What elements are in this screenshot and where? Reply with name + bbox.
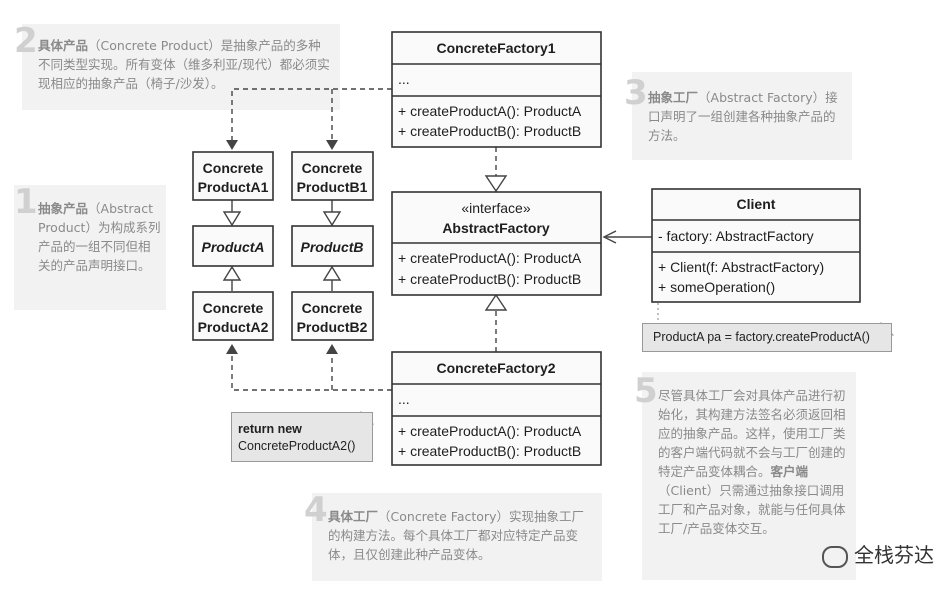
note-text: （Concrete Factory）实现抽象工厂的构建方法。每个具体工厂都对应特…	[328, 509, 584, 562]
note-number: 4	[304, 490, 328, 530]
wechat-icon	[822, 545, 848, 568]
impl-head-b1	[322, 211, 342, 227]
class-name: ConcreteFactory1	[436, 40, 555, 56]
note-text: （Concrete Product）是抽象产品的多种不同类型实现。所有变体（维多…	[38, 38, 330, 91]
class-method: + createProductB(): ProductB	[398, 123, 581, 139]
class-name: ConcreteFactory2	[436, 360, 555, 376]
note-term: 具体工厂	[328, 509, 379, 524]
class-name: ProductA	[202, 239, 265, 255]
note-term: 客户端	[770, 464, 809, 479]
note-text: （Abstract Product）为构成系列产品的一组不同但相关的产品声明接口…	[38, 201, 161, 273]
note-number: 1	[14, 182, 38, 222]
return-code-note: return new ConcreteProductA2()	[231, 412, 373, 462]
arrowhead-a2	[226, 344, 238, 354]
note-term: 具体产品	[38, 38, 89, 53]
realize-head-cf1	[484, 175, 508, 193]
note-number: 3	[624, 73, 648, 113]
class-name-line2: ProductB1	[297, 179, 368, 195]
class-concrete-factory-1: ConcreteFactory1 ... + createProductA():…	[391, 31, 602, 148]
class-field: ...	[398, 391, 410, 407]
note-term: 抽象工厂	[648, 90, 699, 105]
code-text: ProductA pa = factory.createProductA()	[653, 330, 870, 344]
dep-cf2-productA2	[231, 348, 392, 391]
realize-head-cf2	[484, 293, 508, 311]
note-abstract-factory: 3 抽象工厂（Abstract Factory）接口声明了一组创建各种抽象产品的…	[624, 72, 852, 160]
class-name: Client	[737, 196, 776, 212]
class-name-line1: Concrete	[302, 300, 363, 316]
interface-abstract-factory: «interface» AbstractFactory + createProd…	[391, 191, 602, 296]
class-concrete-factory-2: ConcreteFactory2 ... + createProductA():…	[391, 351, 602, 466]
interface-product-b: ProductB	[291, 225, 374, 267]
class-field: - factory: AbstractFactory	[658, 228, 814, 244]
class-name-line1: Concrete	[203, 160, 264, 176]
dep-cf1-products	[231, 88, 392, 142]
arrowhead-b2	[326, 344, 338, 354]
note-text-2: （Client）只需通过抽象接口调用工厂和产品对象，就能与任何具体工厂/产品变体…	[658, 483, 846, 536]
class-name-line2: ProductA1	[198, 179, 269, 195]
class-name-line1: Concrete	[203, 300, 264, 316]
class-method: + Client(f: AbstractFactory)	[658, 259, 824, 275]
class-client: Client - factory: AbstractFactory + Clie…	[651, 188, 861, 303]
class-concrete-product-a2: Concrete ProductA2	[192, 291, 274, 341]
note-term: 抽象产品	[38, 201, 89, 216]
note-number: 5	[634, 371, 658, 411]
note-text: （Abstract Factory）接口声明了一组创建各种抽象产品的方法。	[648, 90, 838, 143]
class-name-line2: ProductA2	[198, 319, 269, 335]
class-method: + createProductA(): ProductA	[398, 250, 582, 266]
assoc-arrowhead	[602, 230, 617, 244]
impl-head-b2	[322, 265, 342, 281]
class-method: + createProductA(): ProductA	[398, 423, 582, 439]
note-client: 5 尽管具体工厂会对具体产品进行初始化，其构建方法签名必须返回相应的抽象产品。这…	[634, 372, 856, 580]
class-field: ...	[398, 71, 410, 87]
class-method: + someOperation()	[658, 279, 775, 295]
note-number: 2	[14, 21, 38, 61]
note-abstract-product: 1 抽象产品（Abstract Product）为构成系列产品的一组不同但相关的…	[14, 185, 166, 310]
class-method: + createProductA(): ProductA	[398, 103, 582, 119]
code-keyword: return new	[238, 422, 302, 436]
watermark: 全栈芬达	[822, 539, 934, 568]
code-text: ConcreteProductA2()	[238, 439, 356, 453]
note-text: 尽管具体工厂会对具体产品进行初始化，其构建方法签名必须返回相应的抽象产品。这样，…	[658, 388, 846, 479]
impl-head-a2	[222, 265, 242, 281]
class-method: + createProductB(): ProductB	[398, 271, 581, 287]
class-concrete-product-b2: Concrete ProductB2	[291, 291, 374, 341]
impl-head-a1	[222, 211, 242, 227]
class-concrete-product-a1: Concrete ProductA1	[192, 151, 274, 201]
class-concrete-product-b1: Concrete ProductB1	[291, 151, 374, 201]
client-code-note: ProductA pa = factory.createProductA()	[642, 323, 892, 352]
arrowhead-a1	[226, 140, 238, 150]
stereotype: «interface»	[461, 200, 530, 216]
interface-product-a: ProductA	[192, 225, 274, 267]
class-name-line1: Concrete	[302, 160, 363, 176]
arrowhead-b1	[326, 140, 338, 150]
class-method: + createProductB(): ProductB	[398, 443, 581, 459]
watermark-text: 全栈芬达	[854, 543, 934, 567]
note-concrete-factory: 4 具体工厂（Concrete Factory）实现抽象工厂的构建方法。每个具体…	[304, 493, 602, 581]
class-name: ProductB	[301, 239, 364, 255]
class-name: AbstractFactory	[442, 220, 550, 236]
note-concrete-product: 2 具体产品（Concrete Product）是抽象产品的多种不同类型实现。所…	[14, 24, 340, 110]
class-name-line2: ProductB2	[297, 319, 368, 335]
